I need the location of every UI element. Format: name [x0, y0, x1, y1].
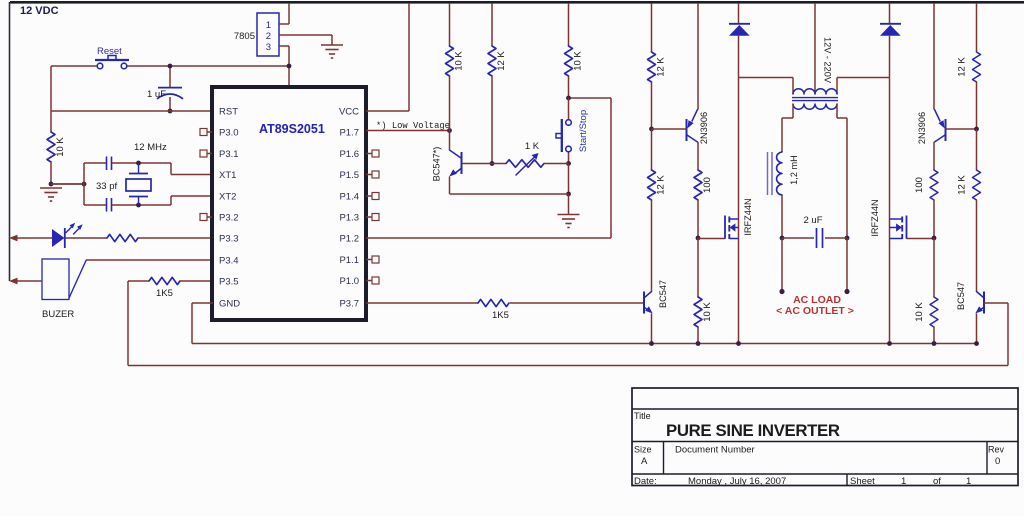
svg-text:2N3906: 2N3906 — [917, 112, 927, 144]
svg-text:IRFZ44N: IRFZ44N — [870, 199, 880, 236]
svg-text:1K5: 1K5 — [156, 288, 173, 299]
svg-text:Title: Title — [634, 411, 651, 421]
svg-text:P1.1: P1.1 — [339, 255, 359, 266]
svg-text:10 K: 10 K — [914, 302, 925, 322]
svg-text:Rev: Rev — [988, 445, 1005, 455]
svg-text:A: A — [641, 456, 648, 467]
svg-text:AC LOAD: AC LOAD — [793, 294, 841, 306]
svg-text:100: 100 — [702, 177, 713, 193]
svg-text:10 K: 10 K — [55, 137, 66, 157]
svg-text:10 K: 10 K — [573, 51, 584, 71]
svg-text:BC547: BC547 — [956, 282, 966, 310]
svg-text:BC547*): BC547*) — [432, 147, 442, 182]
svg-text:10 K: 10 K — [702, 302, 713, 322]
svg-text:2N3906: 2N3906 — [699, 112, 709, 144]
svg-text:PURE SINE INVERTER: PURE SINE INVERTER — [666, 421, 840, 440]
svg-text:12 K: 12 K — [656, 175, 667, 195]
svg-text:of: of — [933, 476, 941, 487]
svg-text:Sheet: Sheet — [850, 476, 875, 487]
svg-text:12 K: 12 K — [957, 57, 968, 77]
svg-text:P1.4: P1.4 — [339, 192, 359, 203]
svg-text:P3.2: P3.2 — [219, 213, 239, 224]
svg-text:GND: GND — [219, 299, 240, 310]
svg-text:12 MHz: 12 MHz — [134, 142, 167, 153]
svg-text:100: 100 — [914, 177, 925, 193]
svg-text:P3.3: P3.3 — [219, 234, 239, 245]
svg-text:2 uF: 2 uF — [803, 215, 822, 226]
svg-text:P1.2: P1.2 — [339, 234, 359, 245]
svg-text:1 uF: 1 uF — [147, 89, 166, 100]
svg-text:12 K: 12 K — [656, 57, 667, 77]
svg-text:*) Low Voltage: *) Low Voltage — [376, 121, 450, 131]
svg-text:12 K: 12 K — [496, 51, 507, 71]
svg-text:Monday , July 16, 2007: Monday , July 16, 2007 — [688, 476, 786, 487]
svg-text:0: 0 — [995, 456, 1000, 467]
svg-text:P3.0: P3.0 — [219, 128, 239, 139]
svg-text:1K5: 1K5 — [492, 310, 509, 321]
svg-text:P1.3: P1.3 — [339, 213, 359, 224]
svg-text:1: 1 — [966, 476, 971, 487]
svg-text:XT2: XT2 — [219, 192, 236, 203]
svg-text:1 K: 1 K — [525, 141, 540, 152]
svg-text:BUZER: BUZER — [42, 309, 74, 320]
svg-text:P1.7: P1.7 — [339, 128, 359, 139]
svg-text:3: 3 — [266, 42, 271, 53]
svg-text:RST: RST — [219, 107, 238, 118]
svg-text:< AC OUTLET >: < AC OUTLET > — [776, 305, 854, 317]
svg-text:Size: Size — [634, 445, 652, 455]
svg-text:1: 1 — [901, 476, 906, 487]
svg-text:P1.0: P1.0 — [339, 276, 359, 287]
svg-text:1,2 mH: 1,2 mH — [789, 155, 799, 185]
svg-text:33 pf: 33 pf — [96, 181, 117, 192]
svg-text:Start/Stop: Start/Stop — [578, 110, 589, 152]
svg-text:P1.5: P1.5 — [339, 170, 359, 181]
svg-text:P1.6: P1.6 — [339, 149, 359, 160]
svg-text:P3.7: P3.7 — [339, 299, 359, 310]
svg-text:12V - 220V: 12V - 220V — [823, 37, 833, 84]
svg-text:7805: 7805 — [234, 31, 255, 42]
svg-text:P3.4: P3.4 — [219, 256, 239, 267]
svg-text:10 K: 10 K — [454, 51, 465, 71]
svg-text:P3.5: P3.5 — [219, 277, 239, 288]
svg-text:Document Number: Document Number — [675, 445, 755, 456]
svg-text:BC547: BC547 — [658, 280, 668, 308]
svg-text:IRFZ44N: IRFZ44N — [743, 198, 753, 235]
svg-text:Date:: Date: — [634, 476, 657, 487]
svg-text:VCC: VCC — [339, 107, 359, 118]
svg-text:12 K: 12 K — [957, 175, 968, 195]
svg-text:AT89S2051: AT89S2051 — [259, 122, 325, 136]
svg-text:1: 1 — [266, 20, 271, 31]
svg-text:P3.1: P3.1 — [219, 149, 239, 160]
svg-text:Reset: Reset — [97, 46, 122, 57]
svg-text:2: 2 — [266, 31, 271, 42]
svg-text:XT1: XT1 — [219, 170, 236, 181]
svg-text:12 VDC: 12 VDC — [20, 5, 59, 17]
